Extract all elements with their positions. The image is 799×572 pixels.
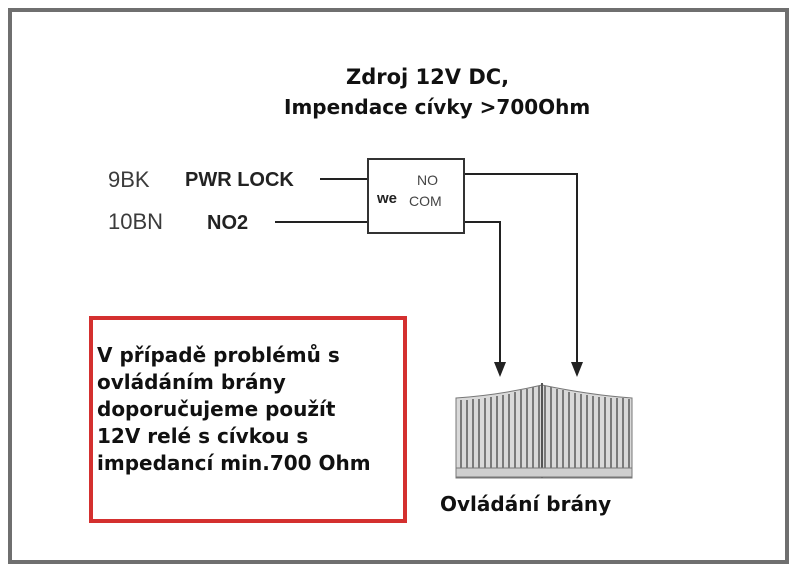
wire-com-output: [465, 221, 501, 366]
relay-label: we: [377, 190, 398, 207]
wire-code-9bk: 9BK: [108, 167, 150, 192]
relay-pin-no: NO: [417, 172, 438, 188]
arrow-no-icon: [571, 362, 583, 377]
relay-box: we NO COM: [367, 158, 465, 234]
signal-pwr-lock: PWR LOCK: [185, 169, 294, 191]
wire-no-output: [465, 173, 578, 366]
gate-icon: [455, 383, 633, 479]
arrow-com-icon: [494, 362, 506, 377]
gate-control-label: Ovládání brány: [440, 492, 612, 516]
note-line-3: doporučujeme použít: [97, 397, 336, 421]
wire-code-10bn: 10BN: [108, 209, 164, 234]
note-line-1: V případě problémů s: [97, 343, 340, 367]
power-source-title: Zdroj 12V DC,: [346, 65, 510, 89]
note-line-4: 12V relé s cívkou s: [97, 424, 309, 448]
warning-note-text: V případě problémů s ovládáním brány dop…: [97, 342, 371, 477]
relay-pin-com: COM: [409, 193, 442, 209]
coil-impedance-title: Impendace cívky >700Ohm: [284, 95, 591, 119]
signal-no2: NO2: [207, 212, 249, 234]
note-line-2: ovládáním brány: [97, 370, 286, 394]
warning-note-box: V případě problémů s ovládáním brány dop…: [89, 316, 407, 523]
note-line-5: impedancí min.700 Ohm: [97, 451, 371, 475]
